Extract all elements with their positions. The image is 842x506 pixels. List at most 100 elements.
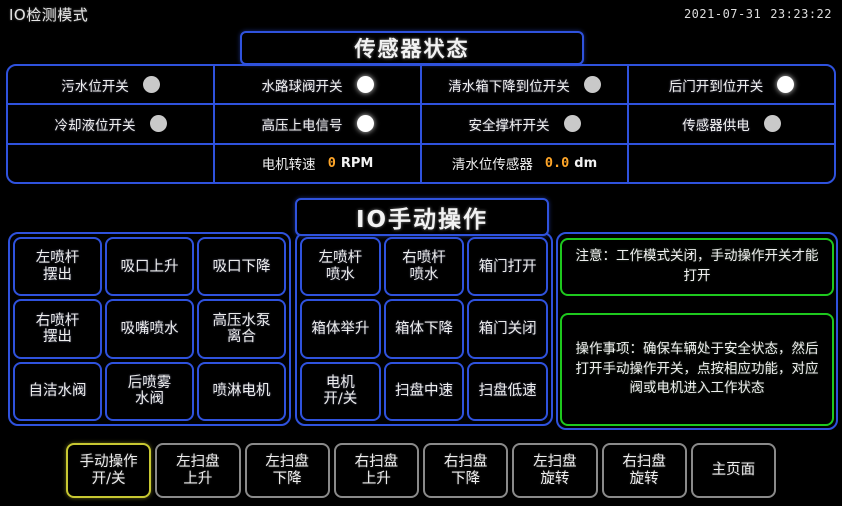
button-label-line: 水阀 bbox=[135, 391, 164, 408]
manual-op-button[interactable]: 高压水泵离合 bbox=[197, 299, 286, 359]
manual-op-button[interactable]: 吸口下降 bbox=[197, 237, 286, 297]
button-label: 后喷雾水阀 bbox=[128, 375, 172, 407]
button-label-line: 吸嘴喷水 bbox=[120, 320, 179, 337]
status-led bbox=[142, 76, 160, 94]
nav-button-label-line: 旋转 bbox=[629, 470, 659, 487]
nav-button-label: 主页面 bbox=[712, 462, 756, 478]
sensor-status-row: 水路球阀开关 bbox=[215, 66, 420, 106]
nav-button-label: 手动操作开/关 bbox=[80, 454, 138, 486]
button-label-line: 开/关 bbox=[323, 391, 358, 408]
sensor-status-row: 冷却液位开关 bbox=[8, 105, 213, 145]
nav-button-label-line: 主页面 bbox=[711, 462, 756, 479]
button-label-line: 摆出 bbox=[43, 328, 72, 345]
manual-op-button[interactable]: 右喷杆摆出 bbox=[13, 299, 102, 359]
button-label: 左喷杆喷水 bbox=[319, 250, 363, 282]
status-led bbox=[149, 115, 167, 133]
status-led bbox=[356, 115, 374, 133]
status-led bbox=[356, 76, 374, 94]
nav-button[interactable]: 右扫盘旋转 bbox=[601, 443, 687, 498]
manual-op-button[interactable]: 自洁水阀 bbox=[13, 361, 102, 421]
manual-section-title-text: IO手动操作 bbox=[355, 207, 489, 233]
button-label: 右喷杆喷水 bbox=[402, 250, 446, 282]
manual-op-button[interactable]: 吸嘴喷水 bbox=[105, 299, 194, 359]
button-label: 吸嘴喷水 bbox=[121, 321, 179, 337]
button-label-line: 离合 bbox=[227, 328, 256, 345]
manual-op-button[interactable]: 箱门关闭 bbox=[467, 299, 548, 359]
sensor-label: 传感器供电 bbox=[682, 117, 750, 134]
nav-button-label-line: 右扫盘 bbox=[354, 454, 399, 471]
button-label-line: 左喷杆 bbox=[35, 250, 80, 267]
button-label-line: 箱体举升 bbox=[311, 320, 370, 337]
nav-button[interactable]: 左扫盘上升 bbox=[155, 443, 241, 498]
status-led bbox=[763, 115, 781, 133]
nav-button-label: 右扫盘旋转 bbox=[622, 454, 666, 486]
button-label-line: 喷淋电机 bbox=[212, 383, 271, 400]
readout-label: 电机转速 bbox=[261, 157, 316, 174]
status-led bbox=[777, 76, 795, 94]
instruction-note-text: 操作事项：确保车辆处于安全状态，然后打开手动操作开关，点按相应功能，对应阀或电机… bbox=[575, 341, 819, 397]
button-label: 箱体下降 bbox=[395, 321, 453, 337]
nav-button[interactable]: 右扫盘下降 bbox=[423, 443, 509, 498]
sensor-label: 冷却液位开关 bbox=[54, 117, 136, 134]
readout-unit: dm bbox=[574, 155, 598, 171]
button-label-line: 摆出 bbox=[43, 266, 72, 283]
manual-op-button[interactable]: 箱体下降 bbox=[383, 299, 465, 359]
button-label-line: 箱门打开 bbox=[478, 258, 537, 275]
nav-button[interactable]: 左扫盘下降 bbox=[244, 443, 330, 498]
sensor-label: 安全撑杆开关 bbox=[468, 117, 550, 134]
button-label: 吸口上升 bbox=[121, 259, 179, 275]
nav-button[interactable]: 手动操作开/关 bbox=[66, 443, 152, 498]
button-label-line: 箱体下降 bbox=[394, 320, 453, 337]
nav-button-label-line: 开/关 bbox=[91, 470, 126, 487]
nav-button-label: 左扫盘上升 bbox=[176, 454, 220, 486]
button-label: 电机开/关 bbox=[323, 375, 357, 407]
button-label-line: 电机 bbox=[325, 375, 355, 392]
nav-button-label-line: 旋转 bbox=[540, 470, 570, 487]
manual-op-button[interactable]: 左喷杆喷水 bbox=[300, 237, 381, 297]
manual-op-button[interactable]: 扫盘低速 bbox=[467, 361, 548, 421]
manual-op-button[interactable]: 扫盘中速 bbox=[383, 361, 465, 421]
manual-button-group-left: 左喷杆摆出吸口上升吸口下降右喷杆摆出吸嘴喷水高压水泵离合自洁水阀后喷雾水阀喷淋电… bbox=[8, 232, 291, 426]
manual-op-button[interactable]: 左喷杆摆出 bbox=[13, 237, 102, 297]
nav-button[interactable]: 主页面 bbox=[690, 443, 776, 498]
button-label-line: 左喷杆 bbox=[318, 250, 363, 267]
button-label-line: 箱门关闭 bbox=[478, 320, 537, 337]
date-text: 2021-07-31 bbox=[683, 7, 762, 21]
button-label: 箱门关闭 bbox=[479, 321, 537, 337]
manual-op-button[interactable]: 箱体举升 bbox=[300, 299, 381, 359]
button-label-line: 高压水泵 bbox=[212, 312, 271, 329]
page-title: IO检测模式 bbox=[9, 6, 89, 24]
nav-button-label-line: 上升 bbox=[183, 470, 213, 487]
button-label-line: 扫盘中速 bbox=[394, 383, 453, 400]
bottom-nav-bar: 手动操作开/关左扫盘上升左扫盘下降右扫盘上升右扫盘下降左扫盘旋转右扫盘旋转主页面 bbox=[66, 443, 776, 498]
sensor-status-row: 后门开到位开关 bbox=[629, 66, 834, 106]
nav-button-label: 左扫盘下降 bbox=[265, 454, 309, 486]
readout-value: 0 bbox=[327, 155, 336, 172]
manual-op-button[interactable]: 电机开/关 bbox=[300, 361, 381, 421]
readout-unit: RPM bbox=[340, 155, 374, 171]
nav-button[interactable]: 右扫盘上升 bbox=[333, 443, 419, 498]
nav-button-label-line: 手动操作 bbox=[79, 454, 138, 471]
manual-op-button[interactable]: 吸口上升 bbox=[105, 237, 194, 297]
manual-op-button[interactable]: 右喷杆喷水 bbox=[383, 237, 465, 297]
manual-op-button[interactable]: 后喷雾水阀 bbox=[105, 361, 194, 421]
manual-op-button[interactable]: 箱门打开 bbox=[467, 237, 548, 297]
button-label-line: 喷水 bbox=[325, 266, 355, 283]
button-label: 左喷杆摆出 bbox=[36, 250, 80, 282]
button-label-line: 吸口下降 bbox=[212, 258, 271, 275]
sensor-status-row: 高压上电信号 bbox=[215, 105, 420, 145]
sensor-label: 高压上电信号 bbox=[261, 117, 343, 134]
button-label: 箱体举升 bbox=[311, 321, 369, 337]
button-label: 扫盘中速 bbox=[395, 383, 453, 399]
sensor-label: 后门开到位开关 bbox=[668, 78, 764, 95]
nav-button-label-line: 左扫盘 bbox=[176, 454, 220, 471]
nav-button[interactable]: 左扫盘旋转 bbox=[512, 443, 598, 498]
manual-op-button[interactable]: 喷淋电机 bbox=[197, 361, 286, 421]
nav-button-label-line: 下降 bbox=[451, 470, 481, 487]
sensor-label: 水路球阀开关 bbox=[261, 78, 343, 95]
